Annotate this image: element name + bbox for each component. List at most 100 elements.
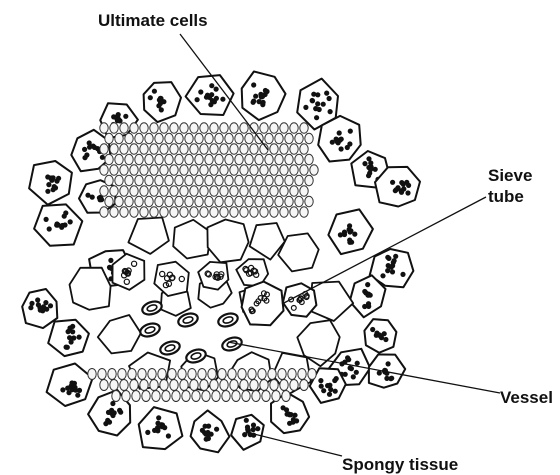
ultimate-cell [230, 165, 238, 175]
lower-small-cell [180, 380, 188, 391]
spongy-cell [29, 161, 72, 205]
lower-small-cell [158, 369, 166, 380]
cell-dot [286, 411, 291, 416]
cell-dot [91, 144, 96, 149]
cell-dot [318, 378, 323, 383]
ultimate-cell [280, 165, 288, 175]
ultimate-cell [270, 144, 278, 154]
cell-dot [327, 392, 332, 397]
ultimate-cell [185, 175, 193, 185]
lower-small-cell [248, 369, 256, 380]
cell-dot [111, 114, 116, 119]
ultimate-cell [105, 175, 113, 185]
cell-dot [355, 361, 360, 366]
cell-dot [392, 258, 397, 263]
cell-dot [51, 187, 56, 192]
cell-dot [29, 301, 34, 306]
lower-small-cell [272, 391, 280, 402]
cell-dot [382, 331, 387, 336]
cell-dot [253, 94, 258, 99]
ultimate-cell [100, 165, 108, 175]
ultimate-cell [200, 144, 208, 154]
spongy-cell [34, 204, 82, 245]
ultimate-cell [145, 196, 153, 206]
cell-dot [77, 335, 82, 340]
ultimate-cell [220, 186, 228, 196]
ultimate-cell [160, 144, 168, 154]
ultimate-cell [175, 133, 183, 143]
lower-small-cell [200, 380, 208, 391]
ultimate-cell [255, 175, 263, 185]
ultimate-cell [155, 154, 163, 164]
ultimate-cell [265, 175, 273, 185]
cell-dot [281, 405, 286, 410]
ultimate-cell [300, 123, 308, 133]
cell-dot [336, 140, 341, 145]
ultimate-cell [175, 154, 183, 164]
cell-dot [386, 361, 391, 366]
ultimate-cell [230, 123, 238, 133]
lower-small-cell [280, 380, 288, 391]
ultimate-cell [125, 154, 133, 164]
ultimate-cell [130, 165, 138, 175]
cell-dot [400, 272, 405, 277]
cell-dot [257, 99, 262, 104]
ultimate-cell [130, 123, 138, 133]
ultimate-cell [110, 165, 118, 175]
cell-dot [390, 180, 395, 185]
cell-dot [321, 388, 326, 393]
ultimate-cell [170, 165, 178, 175]
lower-small-cell [238, 369, 246, 380]
cell-dot [60, 223, 65, 228]
ultimate-cell [235, 133, 243, 143]
ultimate-cell [180, 207, 188, 217]
ultimate-cell [300, 207, 308, 217]
cell-dot [347, 229, 352, 234]
ultimate-cell [190, 144, 198, 154]
ultimate-cell [165, 196, 173, 206]
ultimate-cell [240, 186, 248, 196]
cell-dot [106, 410, 111, 415]
ultimate-cell [120, 207, 128, 217]
cell-dot [365, 282, 370, 287]
cell-dot [60, 387, 65, 392]
ultimate-cell [300, 186, 308, 196]
ultimate-cell [300, 144, 308, 154]
lower-small-cell [130, 380, 138, 391]
cell-dot [108, 258, 113, 263]
cell-dot [82, 147, 87, 152]
ultimate-cell [135, 133, 143, 143]
cell-wall [242, 282, 284, 326]
ultimate-cell [180, 165, 188, 175]
ultimate-cell [135, 175, 143, 185]
ultimate-cell [175, 196, 183, 206]
label-ultimate-cells: Ultimate cells [98, 11, 208, 30]
ultimate-cell [260, 123, 268, 133]
cell-dot [314, 115, 319, 120]
cell-dot [352, 232, 357, 237]
ultimate-cell [150, 144, 158, 154]
ultimate-cell [115, 133, 123, 143]
ultimate-cell [115, 154, 123, 164]
cell-dot [383, 337, 388, 342]
spongy-cell [139, 407, 183, 449]
ultimate-cell [280, 144, 288, 154]
cell-dot [311, 92, 316, 97]
cell-dot [406, 183, 411, 188]
ultimate-cell [125, 196, 133, 206]
lower-small-cell [192, 391, 200, 402]
lower-small-cell [282, 391, 290, 402]
lower-small-cell [152, 391, 160, 402]
lower-small-cell [218, 369, 226, 380]
ultimate-cell [285, 175, 293, 185]
lower-small-cell [230, 380, 238, 391]
cell-dot [207, 95, 212, 100]
lower-small-cell [128, 369, 136, 380]
ultimate-cell [125, 175, 133, 185]
cell-dot [317, 107, 322, 112]
cell-dot [67, 335, 72, 340]
lower-small-cell [260, 380, 268, 391]
ultimate-cell [230, 186, 238, 196]
lower-small-cell [198, 369, 206, 380]
lower-small-cell [140, 380, 148, 391]
